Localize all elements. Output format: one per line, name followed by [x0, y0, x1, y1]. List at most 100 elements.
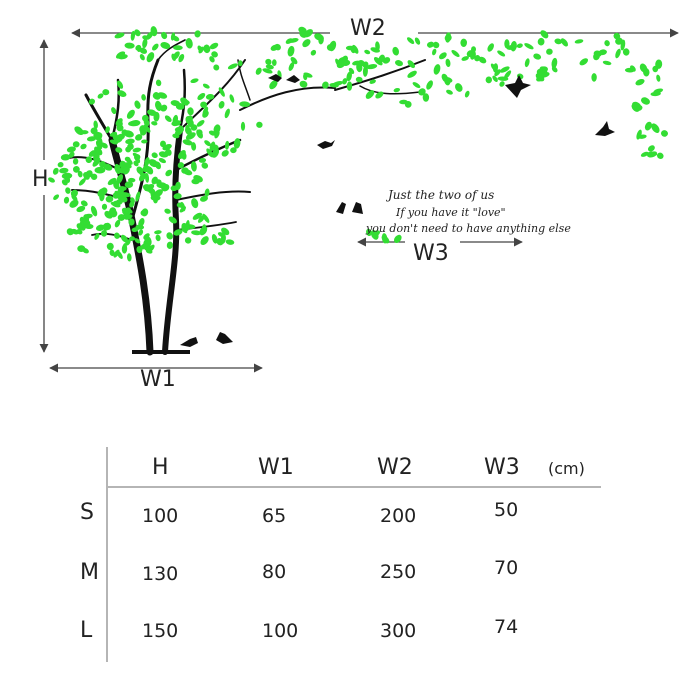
leaf: [229, 94, 235, 103]
leaf: [350, 46, 356, 54]
leaf: [432, 48, 437, 56]
leaf: [116, 80, 124, 89]
cell-s-w3: 50: [494, 499, 519, 521]
leaf: [269, 80, 278, 90]
leaf: [160, 42, 171, 49]
leaf: [631, 103, 640, 112]
leaf: [60, 154, 71, 161]
leaf: [218, 100, 225, 109]
leaf: [366, 228, 372, 237]
leaf: [173, 193, 182, 200]
leaf: [48, 177, 55, 183]
leaf: [121, 129, 128, 136]
leaf: [638, 134, 647, 139]
leaf: [446, 89, 453, 95]
leaf: [485, 76, 493, 84]
leaf: [470, 50, 476, 60]
leaf: [69, 199, 79, 208]
leaf: [381, 233, 388, 244]
leaf: [115, 51, 126, 59]
leaf: [644, 121, 652, 131]
bird-icon: [216, 332, 233, 344]
leaf: [271, 59, 277, 67]
bird-icon: [317, 140, 335, 149]
leaf: [322, 81, 329, 89]
leaf: [191, 142, 197, 151]
leaf: [154, 230, 162, 235]
leaf: [200, 236, 209, 246]
leaf: [147, 187, 156, 195]
leaf: [540, 30, 549, 39]
leaf: [647, 145, 655, 152]
leaf: [132, 152, 140, 159]
leaf: [136, 166, 144, 175]
cell-l-w2: 300: [380, 620, 417, 642]
leaf: [173, 45, 183, 51]
leaf: [110, 210, 118, 218]
leaf: [134, 100, 141, 109]
leaf: [455, 83, 463, 92]
leaf: [203, 44, 211, 54]
leaf: [159, 140, 167, 148]
leaf: [140, 243, 149, 250]
leaf: [262, 68, 273, 74]
leaf: [140, 129, 147, 136]
leaf: [225, 239, 235, 245]
leaf: [474, 55, 481, 62]
leaf: [156, 182, 167, 189]
leaf: [134, 238, 141, 244]
cell-s-w2: 200: [380, 505, 417, 527]
leaf: [198, 46, 204, 54]
birds: [180, 74, 615, 347]
leaf: [602, 60, 612, 66]
leaf: [218, 87, 225, 97]
leaf: [504, 39, 510, 49]
leaf: [439, 52, 447, 60]
leaf: [399, 99, 408, 105]
leaf: [240, 121, 246, 131]
leaf: [412, 82, 421, 89]
leaf: [230, 147, 237, 154]
leaf: [202, 213, 210, 223]
leaf: [591, 73, 597, 82]
leaf: [478, 56, 487, 64]
column-header-w3: W3: [484, 455, 520, 480]
leaf: [168, 216, 177, 224]
leaf: [139, 47, 148, 54]
column-header-h: H: [152, 455, 169, 480]
leaf: [76, 205, 86, 213]
leaf: [464, 90, 470, 98]
cell-s-h: 100: [142, 505, 179, 527]
leaf: [130, 30, 136, 41]
leaf: [255, 67, 262, 75]
leaf: [77, 170, 83, 178]
leaf: [155, 234, 161, 242]
leaf: [184, 237, 192, 244]
leaf: [211, 148, 220, 158]
leaf: [304, 29, 313, 38]
dimension-lines: [39, 28, 679, 373]
leaf: [125, 239, 131, 246]
leaf: [288, 62, 295, 72]
leaf: [124, 181, 134, 189]
leaf: [129, 201, 135, 208]
leaf: [329, 40, 337, 52]
leaf: [204, 188, 210, 197]
leaf: [220, 233, 226, 244]
leaf: [382, 57, 391, 64]
leaf: [181, 167, 189, 174]
leaf: [102, 89, 110, 96]
leaf: [63, 196, 70, 204]
leaf: [177, 162, 185, 169]
leaf: [593, 52, 600, 61]
leaf: [150, 194, 161, 201]
leaf: [166, 232, 174, 240]
leaf: [145, 31, 154, 40]
leaf: [287, 45, 295, 57]
column-header-w2: W2: [377, 455, 413, 480]
leaf: [422, 93, 430, 102]
leaf: [346, 81, 353, 91]
leaf: [152, 91, 159, 99]
leaf: [510, 40, 517, 52]
leaf: [124, 156, 131, 162]
